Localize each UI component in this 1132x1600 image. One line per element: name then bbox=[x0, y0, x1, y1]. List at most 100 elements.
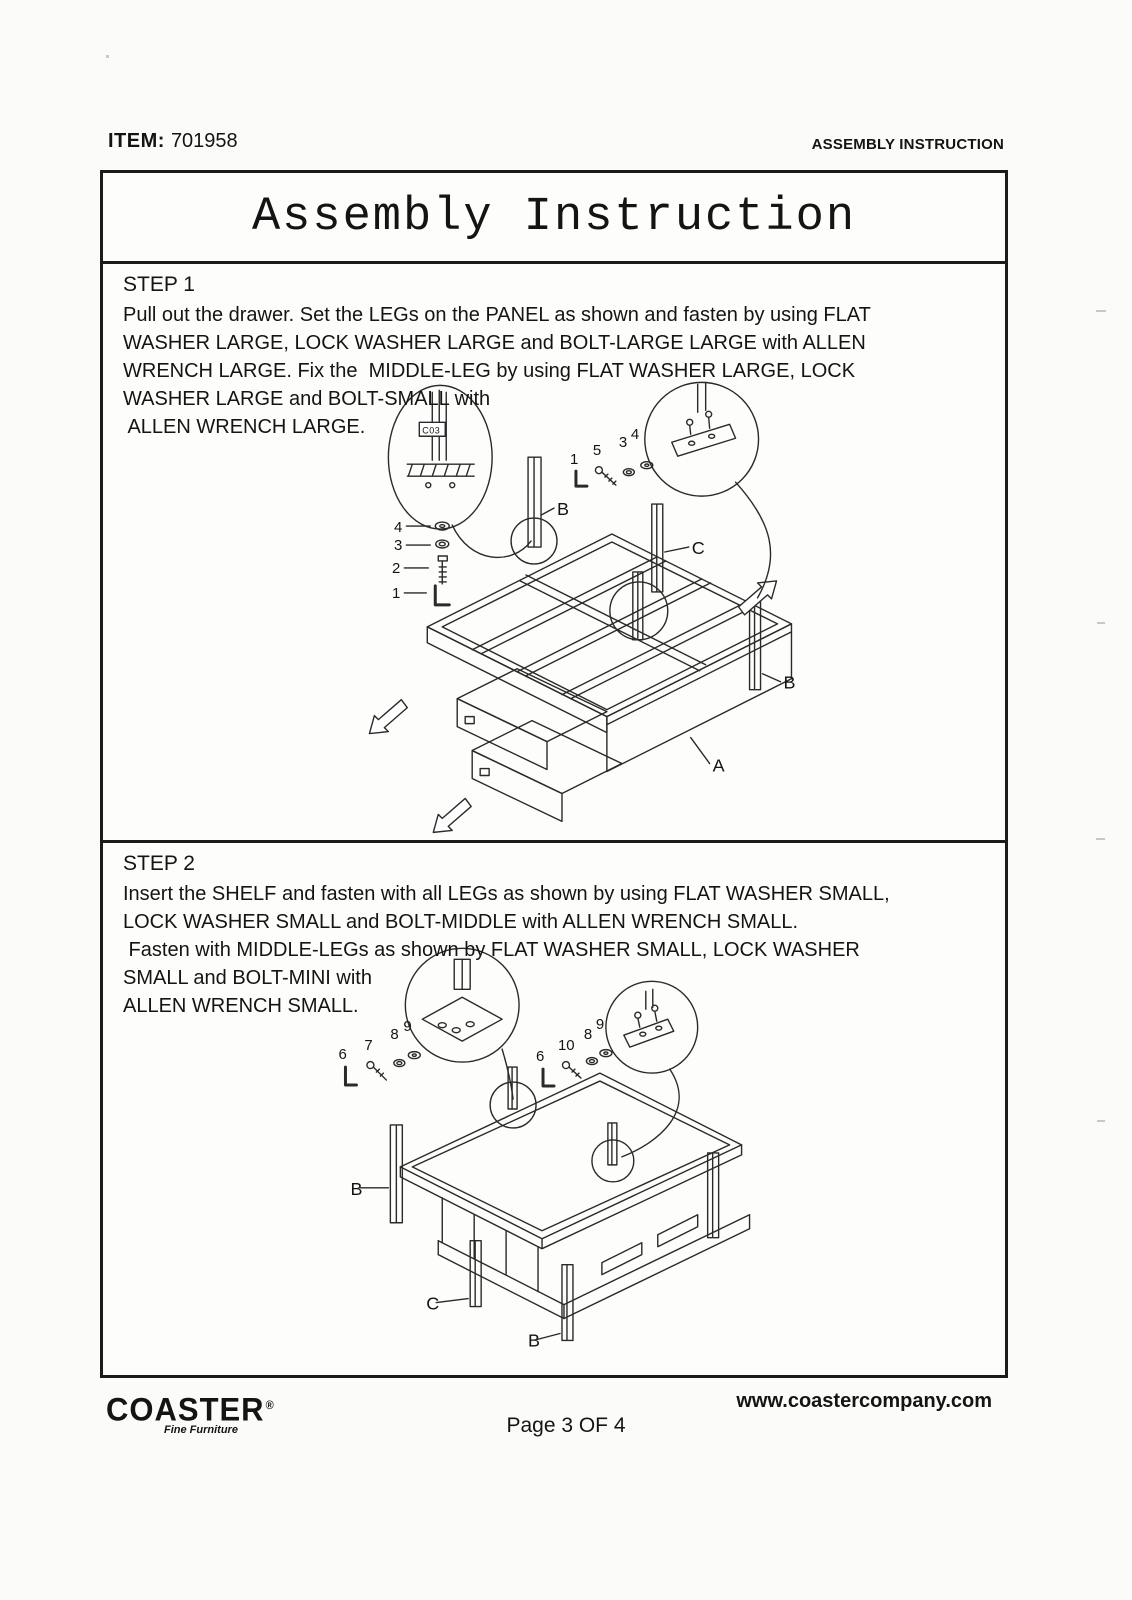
part-number: 7 bbox=[364, 1037, 372, 1054]
flat-washer-icon bbox=[640, 461, 654, 470]
part-number: 2 bbox=[392, 560, 400, 577]
instruction-line: WASHER LARGE and BOLT-SMALL with bbox=[123, 388, 491, 410]
part-number: 6 bbox=[536, 1048, 544, 1065]
lock-washer-icon bbox=[585, 1056, 599, 1066]
bracket-detail-callout bbox=[644, 381, 772, 599]
arrow-southwest-icon bbox=[432, 797, 472, 834]
allen-wrench-icon bbox=[433, 584, 451, 607]
instruction-line: WASHER LARGE, LOCK WASHER LARGE and BOLT… bbox=[123, 332, 866, 354]
label-C: C bbox=[692, 538, 705, 558]
bracket-callout bbox=[605, 980, 699, 1158]
base-frame bbox=[437, 1197, 751, 1320]
joint-highlight-circle bbox=[510, 517, 558, 565]
hardware-group-right: 6 10 8 9 bbox=[536, 1016, 613, 1088]
step1-heading: STEP 1 bbox=[123, 273, 195, 296]
part-number: 9 bbox=[596, 1016, 604, 1033]
step2-heading: STEP 2 bbox=[123, 852, 195, 875]
sheet-title: Assembly Instruction bbox=[103, 173, 1005, 264]
part-number: 3 bbox=[619, 434, 627, 451]
hardware-group-left: 6 7 8 9 bbox=[338, 1018, 421, 1087]
table-frame bbox=[426, 533, 793, 734]
instruction-line: Insert the SHELF and fasten with all LEG… bbox=[123, 883, 890, 905]
item-number-line: ITEM:701958 bbox=[108, 130, 238, 153]
website-url: www.coastercompany.com bbox=[736, 1390, 992, 1412]
instruction-line: WRENCH LARGE. Fix the MIDDLE-LEG by usin… bbox=[123, 360, 856, 382]
shelf-corner-callout bbox=[404, 947, 520, 1100]
shelf-panel bbox=[399, 1072, 743, 1250]
instruction-line: Fasten with MIDDLE-LEGs as shown by FLAT… bbox=[123, 939, 860, 961]
label-C: C bbox=[426, 1294, 439, 1314]
label-B: B bbox=[350, 1179, 362, 1199]
part-number: 3 bbox=[394, 537, 402, 554]
flat-washer-icon bbox=[407, 1050, 421, 1060]
label-B: B bbox=[783, 673, 795, 693]
label-B: B bbox=[557, 499, 569, 519]
page-indicator: Page 3 OF 4 bbox=[506, 1414, 626, 1437]
joint-highlight-circle bbox=[591, 1139, 635, 1183]
bolt-icon bbox=[594, 465, 604, 475]
part-number: 1 bbox=[392, 585, 400, 602]
instruction-line: SMALL and BOLT-MINI with bbox=[123, 967, 372, 989]
step1-diagram: C03 4 3 bbox=[368, 381, 795, 834]
lock-washer-icon bbox=[435, 539, 450, 549]
part-number: 9 bbox=[403, 1018, 411, 1035]
lock-washer-icon bbox=[393, 1058, 406, 1068]
arrow-southwest-icon bbox=[368, 698, 409, 735]
allen-wrench-icon bbox=[574, 469, 589, 488]
part-number: 5 bbox=[593, 442, 601, 459]
label-B: B bbox=[528, 1330, 540, 1350]
part-number: 8 bbox=[390, 1026, 398, 1043]
part-number: 10 bbox=[558, 1037, 575, 1054]
allen-wrench-icon bbox=[541, 1067, 556, 1088]
label-A: A bbox=[713, 756, 725, 776]
scan-artifact bbox=[1097, 622, 1105, 624]
item-value: 701958 bbox=[170, 130, 238, 152]
part-number: 8 bbox=[584, 1026, 592, 1043]
flat-washer-icon bbox=[434, 521, 450, 531]
part-number: 1 bbox=[570, 451, 578, 468]
scan-artifact bbox=[1096, 310, 1106, 312]
hardware-row: 1 5 3 4 bbox=[570, 426, 654, 488]
part-number: 4 bbox=[631, 426, 639, 443]
part-number: 4 bbox=[394, 519, 402, 536]
instruction-line: LOCK WASHER SMALL and BOLT-MIDDLE with A… bbox=[123, 911, 799, 933]
step2-section: STEP 2 Insert the SHELF and fasten with … bbox=[103, 843, 1005, 1375]
doc-type-label: ASSEMBLY INSTRUCTION bbox=[811, 136, 1004, 153]
step2-text: STEP 2 Insert the SHELF and fasten with … bbox=[123, 850, 890, 1020]
drawers bbox=[456, 668, 623, 823]
part-labels: B C B bbox=[350, 1179, 561, 1350]
coaster-logo: COASTER® Fine Furniture bbox=[106, 1390, 275, 1436]
joint-highlight-circle bbox=[489, 1081, 537, 1129]
corner-detail-callout bbox=[387, 384, 532, 559]
scan-artifact bbox=[1096, 838, 1105, 840]
step1-text: STEP 1 Pull out the drawer. Set the LEGs… bbox=[123, 271, 871, 441]
instruction-line: ALLEN WRENCH SMALL. bbox=[123, 995, 359, 1017]
flat-washer-icon bbox=[599, 1048, 613, 1058]
registered-mark: ® bbox=[265, 1399, 275, 1412]
scan-artifact bbox=[106, 55, 109, 58]
part-labels: B C B A bbox=[540, 499, 795, 776]
instruction-line: ALLEN WRENCH LARGE. bbox=[123, 416, 366, 438]
item-label: ITEM: bbox=[108, 130, 165, 152]
bolt-icon bbox=[366, 1060, 375, 1070]
direction-arrows bbox=[368, 580, 778, 834]
step2-diagram: 6 7 8 9 6 10 8 bbox=[338, 947, 751, 1350]
scan-artifact bbox=[1097, 1120, 1105, 1122]
drawer-knob bbox=[464, 715, 475, 725]
legs bbox=[389, 1066, 720, 1342]
brand-name: COASTER bbox=[106, 1390, 265, 1429]
hardware-list: 4 3 2 1 bbox=[392, 519, 451, 607]
joint-highlight-circle bbox=[609, 581, 669, 641]
bolt-icon bbox=[437, 555, 448, 562]
callout-part-label: C03 bbox=[422, 425, 440, 435]
step1-section: STEP 1 Pull out the drawer. Set the LEGs… bbox=[103, 264, 1005, 843]
instruction-line: Pull out the drawer. Set the LEGs on the… bbox=[123, 304, 871, 326]
lock-washer-icon bbox=[622, 467, 636, 477]
instruction-sheet: Assembly Instruction STEP 1 Pull out the… bbox=[100, 170, 1008, 1378]
legs bbox=[510, 456, 762, 691]
brand-tagline: Fine Furniture bbox=[164, 1424, 238, 1436]
part-number: 6 bbox=[338, 1046, 346, 1063]
bolt-icon bbox=[561, 1060, 571, 1070]
drawer-knob bbox=[479, 767, 490, 777]
allen-wrench-icon bbox=[343, 1065, 358, 1087]
